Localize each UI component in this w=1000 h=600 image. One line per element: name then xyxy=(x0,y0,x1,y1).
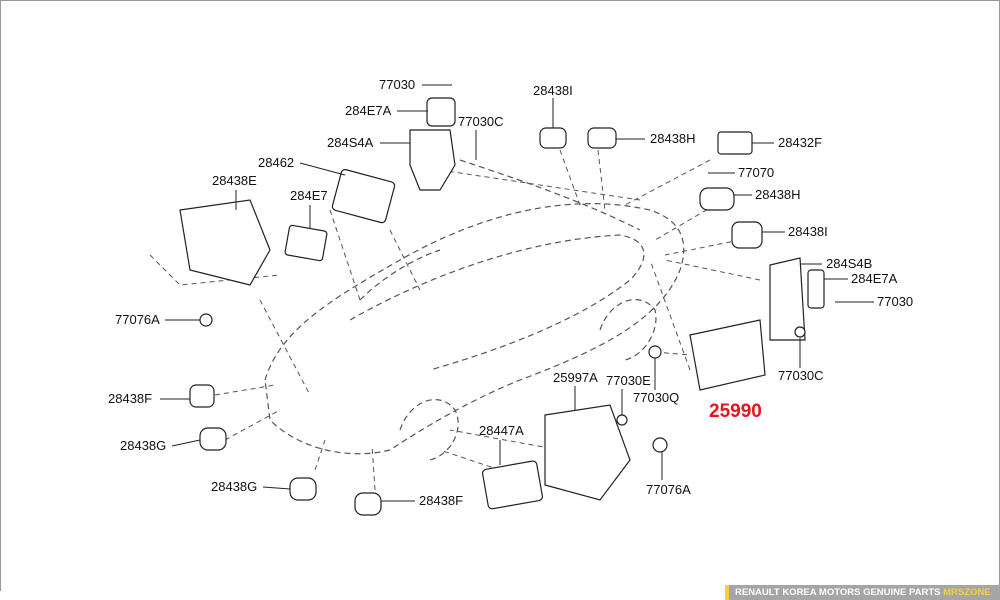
part-label[interactable]: 28447A xyxy=(479,423,524,438)
part-label[interactable]: 28438G xyxy=(211,479,258,494)
car-outline xyxy=(264,159,685,461)
footer-brand: MRSZONE xyxy=(943,587,991,598)
part-shapes xyxy=(179,97,825,516)
part-label[interactable]: 77070 xyxy=(738,165,775,180)
part-label[interactable]: 284S4B xyxy=(826,256,873,271)
part-label[interactable]: 77030 xyxy=(379,77,416,92)
part-label[interactable]: 28438G xyxy=(120,438,167,453)
part-label[interactable]: 77076A xyxy=(646,482,691,497)
part-label[interactable]: 28438E xyxy=(212,173,257,188)
part-label[interactable]: 284E7A xyxy=(345,103,392,118)
part-label[interactable]: 28432F xyxy=(778,135,823,150)
part-label[interactable]: 284S4A xyxy=(327,135,374,150)
footer-text: RENAULT KOREA MOTORS GENUINE PARTS xyxy=(735,587,941,598)
part-label[interactable]: 25997A xyxy=(553,370,598,385)
part-label[interactable]: 77030C xyxy=(458,114,504,129)
label-leaders xyxy=(160,84,874,502)
part-label[interactable]: 28438F xyxy=(419,493,464,508)
part-label[interactable]: 28438I xyxy=(533,83,573,98)
part-label[interactable]: 77030C xyxy=(778,368,824,383)
main-part-label[interactable]: 25990 xyxy=(709,401,762,422)
part-label[interactable]: 77030E xyxy=(606,373,651,388)
part-label[interactable]: 77076A xyxy=(115,312,160,327)
part-label[interactable]: 77030Q xyxy=(633,390,680,405)
part-label[interactable]: 28438I xyxy=(788,224,828,239)
part-label[interactable]: 77030 xyxy=(877,294,914,309)
part-label[interactable]: 284E7A xyxy=(851,271,898,286)
part-label[interactable]: 28438H xyxy=(650,131,696,146)
part-label[interactable]: 28438H xyxy=(755,187,801,202)
part-label[interactable]: 28438F xyxy=(108,391,153,406)
part-label[interactable]: 28462 xyxy=(258,155,295,170)
footer-banner: RENAULT KOREA MOTORS GENUINE PARTS MRSZO… xyxy=(725,585,1000,600)
part-label[interactable]: 284E7 xyxy=(290,188,328,203)
